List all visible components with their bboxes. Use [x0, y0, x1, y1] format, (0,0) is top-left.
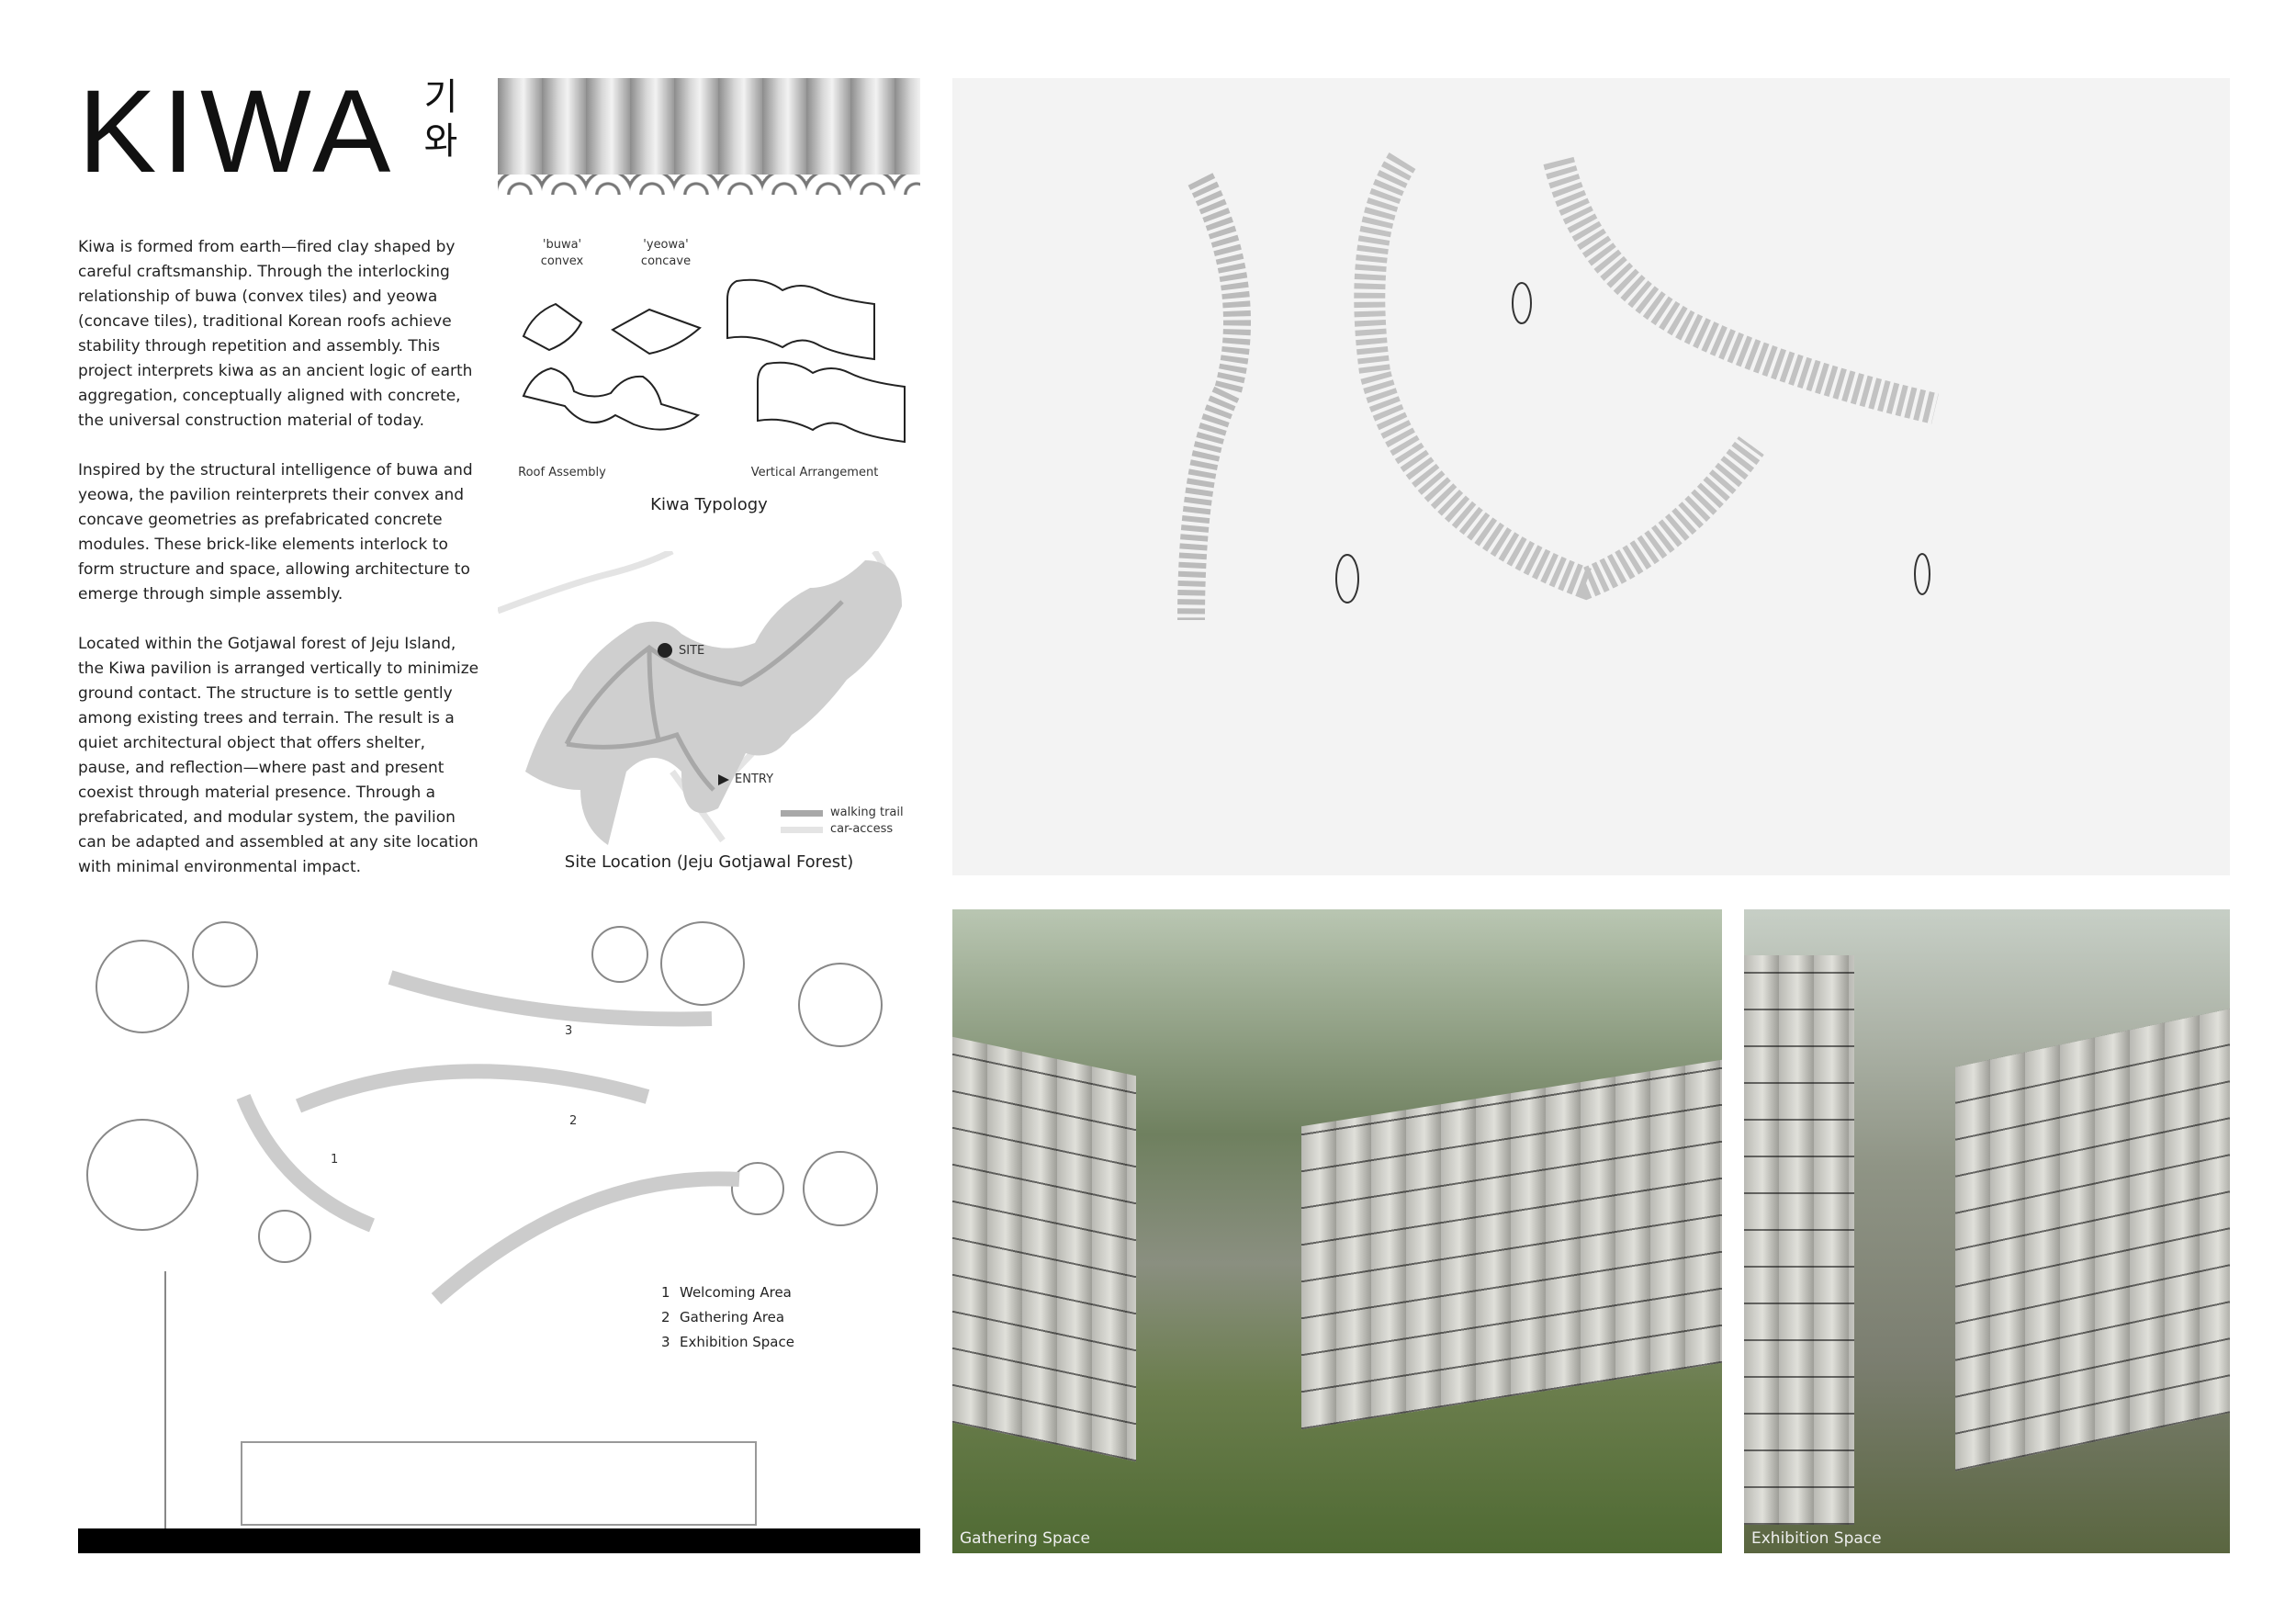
- tile-drawings: [522, 278, 906, 444]
- zone-marker: 2: [569, 1114, 578, 1128]
- legend-label: car-access: [830, 822, 894, 836]
- yeowa-desc: concave: [640, 254, 692, 268]
- site-label: SITE: [679, 644, 705, 658]
- entry-flag-icon: [718, 774, 729, 785]
- render-label: Gathering Space: [960, 1529, 1090, 1548]
- roof-assembly-label: Roof Assembly: [518, 466, 606, 479]
- gathering-space-render: Gathering Space: [952, 909, 1722, 1553]
- description-paragraph: Kiwa is formed from earth—fired clay sha…: [78, 238, 473, 430]
- map-legend: walking trail car-access: [781, 805, 904, 838]
- buwa-desc: convex: [540, 254, 584, 268]
- render-label: Exhibition Space: [1751, 1529, 1882, 1548]
- pavilion-walls: [1177, 152, 1939, 621]
- forest-map: [498, 551, 902, 845]
- exhibition-space-render: Exhibition Space: [1744, 909, 2230, 1553]
- entry-label: ENTRY: [735, 773, 774, 786]
- site-map: SITE ENTRY walking trail car-access Site…: [498, 551, 920, 877]
- typology-caption: Kiwa Typology: [650, 495, 768, 514]
- korean-title: 기와: [423, 76, 458, 163]
- description-paragraph: Located within the Gotjawal forest of Je…: [78, 635, 479, 876]
- zone-marker: 1: [331, 1153, 339, 1167]
- vertical-arrangement-label: Vertical Arrangement: [750, 466, 879, 479]
- buwa-label: 'buwa': [542, 238, 582, 252]
- car-access-swatch: [781, 826, 823, 833]
- pavilion-axonometric: [952, 78, 2230, 875]
- site-map-caption: Site Location (Jeju Gotjawal Forest): [564, 852, 854, 872]
- zone-marker: 3: [565, 1024, 573, 1038]
- project-description: Kiwa is formed from earth—fired clay sha…: [78, 235, 482, 905]
- site-pin-icon: [658, 643, 672, 658]
- description-paragraph: Inspired by the structural intelligence …: [78, 461, 473, 603]
- kiwa-typology-diagram: 'buwa' convex 'yeowa' concave Roof Assembl…: [498, 235, 920, 520]
- project-title: KIWA: [78, 66, 397, 197]
- plan-drawing: [78, 921, 920, 1553]
- yeowa-label: 'yeowa': [643, 238, 689, 252]
- roof-tile-photo: [498, 78, 920, 195]
- legend-label: walking trail: [830, 806, 904, 819]
- walking-trail-swatch: [781, 809, 823, 817]
